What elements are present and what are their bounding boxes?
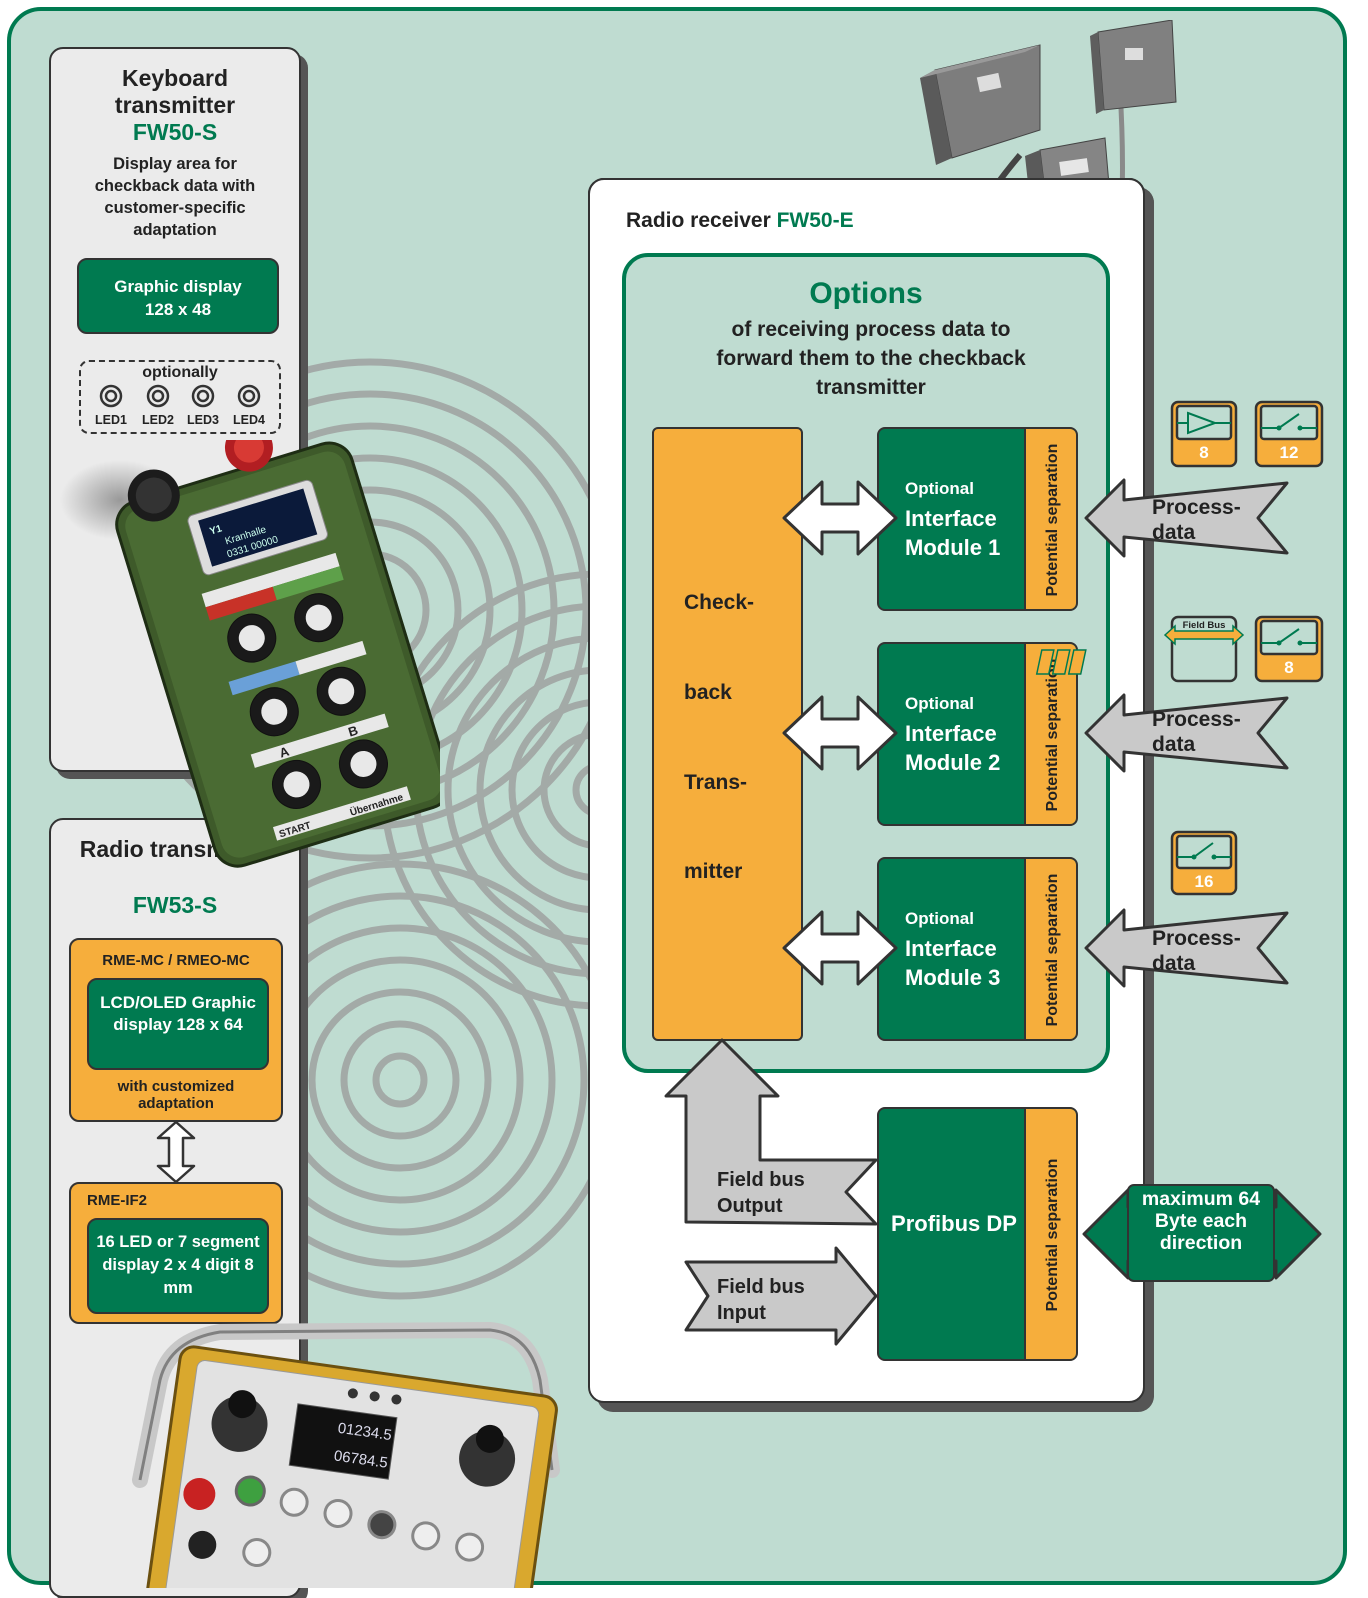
module-1-double-arrow: [782, 480, 898, 556]
process-data-arrow-2: [1084, 693, 1289, 773]
checkback-line-3: Trans-: [684, 771, 748, 794]
radio-model: FW53-S: [132, 892, 218, 918]
profibus-note: maximum 64 Byte each direction: [1141, 1188, 1261, 1254]
process-data-label-3: Process-data: [1152, 927, 1241, 975]
keyboard-title: Keyboard transmitter: [114, 65, 236, 118]
process-data-label-1: Process-data: [1152, 496, 1241, 544]
keyboard-description: Display area for checkback data with cus…: [94, 155, 256, 239]
module-3-potential-separation: Potential separation: [1024, 859, 1076, 1039]
badge-8-label: 8: [1199, 443, 1208, 462]
module-1-potential-separation: Potential separation: [1024, 429, 1076, 609]
process-data-arrow-3: [1084, 908, 1289, 988]
options-title: Options: [809, 277, 923, 310]
module-3-optional: Optional: [905, 909, 974, 928]
interface-module-2: Optional Interface Module 2 Potential se…: [877, 642, 1078, 826]
options-subtitle: of receiving process data to forward the…: [716, 318, 1026, 399]
led-segment-display-box: 16 LED or 7 segment display 2 x 4 digit …: [87, 1218, 269, 1314]
led-label-4: LED4: [233, 413, 265, 427]
profibus-potential-separation: Potential separation: [1024, 1109, 1076, 1359]
module-2-double-arrow: [782, 695, 898, 771]
badge-8b-label: 8: [1284, 658, 1293, 677]
led-label-1: LED1: [95, 413, 127, 427]
led-label-3: LED3: [187, 413, 219, 427]
console-transmitter-photo: 01234.5 06784.5: [132, 1321, 560, 1588]
process-data-label-2: Process-data: [1152, 708, 1241, 756]
module-link-arrow: [156, 1120, 196, 1184]
checkback-line-1: Check-: [684, 591, 755, 614]
module-2-name: Interface Module 2: [905, 721, 1001, 775]
profibus-label: Profibus DP: [891, 1211, 1017, 1236]
keyboard-display-box: Graphic display 128 x 48: [77, 258, 279, 334]
module-2-optional: Optional: [905, 694, 974, 713]
badge-16-label: 16: [1195, 872, 1214, 891]
rme-mc-label: RME-MC / RMEO-MC: [102, 952, 250, 969]
profibus-dp-box: Profibus DP Potential separation: [877, 1107, 1078, 1361]
customized-adaptation-note: with customized adaptation: [117, 1078, 235, 1112]
handheld-transmitter-photo: Y1 Kranhalle 0331 00000 A B START Überna…: [60, 440, 440, 868]
receiver-model-main: FW50-E: [776, 209, 854, 232]
badge-fieldbus-label: Field Bus: [1183, 620, 1226, 631]
optionally-label: optionally: [142, 364, 218, 381]
fieldbus-output-label: Field bus Output: [717, 1169, 805, 1217]
module-3-name: Interface Module 3: [905, 936, 1001, 990]
handheld-label-b: B: [346, 723, 359, 740]
interface-module-1: Optional Interface Module 1 Potential se…: [877, 427, 1078, 611]
process-data-arrow-1: [1084, 478, 1289, 558]
rme-if2-module: RME-IF2 16 LED or 7 segment display 2 x …: [69, 1182, 283, 1324]
receiver-title-prefix-main: Radio receiver: [626, 209, 771, 232]
module-1-optional: Optional: [905, 479, 974, 498]
rme-mc-module: RME-MC / RMEO-MC LCD/OLED Graphic displa…: [69, 938, 283, 1122]
keyboard-display-label: Graphic display 128 x 48: [114, 277, 242, 319]
checkback-line-2: back: [684, 681, 732, 704]
keyboard-model: FW50-S: [132, 119, 218, 145]
fieldbus-input-label: Field bus Input: [717, 1276, 805, 1324]
led-label-2: LED2: [142, 413, 174, 427]
module-1-name: Interface Module 1: [905, 506, 1001, 560]
badge-12-label: 12: [1280, 443, 1299, 462]
handheld-screen-line-1: Y1: [208, 523, 223, 537]
profibus-note-box: [1127, 1184, 1275, 1282]
checkback-line-4: mitter: [684, 860, 743, 883]
rme-if2-label: RME-IF2: [87, 1192, 147, 1209]
module-3-double-arrow: [782, 910, 898, 986]
interface-module-3: Optional Interface Module 3 Potential se…: [877, 857, 1078, 1041]
lcd-display-label: LCD/OLED Graphic display 128 x 64: [100, 993, 256, 1034]
optional-leds-box: optionally LED1 LED2 LED3 LED4: [79, 360, 281, 434]
fieldbus-output-arrow: [664, 1038, 878, 1226]
led-icons: LED1 LED2 LED3 LED4: [95, 384, 265, 427]
lcd-display-box: LCD/OLED Graphic display 128 x 64: [87, 978, 269, 1070]
fieldbus-input-arrow: [684, 1246, 878, 1346]
receiver-title-main: Radio receiver FW50-E: [626, 209, 854, 233]
module-2-potential-separation: Potential separation: [1024, 644, 1076, 824]
led-segment-display-label: 16 LED or 7 segment display 2 x 4 digit …: [96, 1233, 260, 1297]
